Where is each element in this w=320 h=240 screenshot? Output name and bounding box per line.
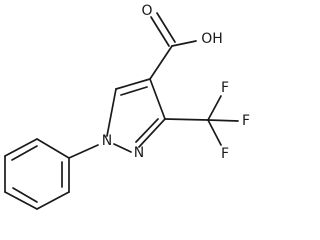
phenyl-ring	[4, 138, 99, 210]
bond-ph-inner-2	[12, 187, 38, 203]
bond-n1-c5	[106, 88, 117, 137]
bond-cf3-f-top	[207, 95, 222, 121]
bond-carbonyl-1	[150, 16, 170, 47]
bond-c5-c4	[115, 78, 151, 90]
bond-c4-carboxyl	[149, 45, 173, 80]
bond-c4-c3	[149, 78, 166, 120]
bond-c3-cf3	[164, 118, 209, 121]
bond-c3-n2	[138, 118, 166, 148]
fluorine-top-label: F	[221, 80, 229, 96]
bond-c5-c4-double	[120, 86, 148, 96]
bond-ph-c1-c2	[36, 138, 70, 159]
bond-ph-inner-1	[11, 145, 38, 161]
bond-c3-n2-double	[135, 118, 159, 143]
bond-cf3-f-right	[207, 119, 239, 122]
bond-n2-n1	[113, 143, 132, 153]
bond-carbonyl-2	[156, 12, 176, 43]
hydroxyl-label: OH	[201, 31, 223, 47]
fluorine-right-label: F	[242, 113, 250, 129]
carboxylic-acid-group: O OH	[141, 3, 223, 80]
bond-ph-c4-c5	[4, 191, 38, 210]
pyrazole-ring	[106, 78, 166, 153]
bond-carboxyl-oh	[171, 40, 197, 47]
carbonyl-oxygen-label: O	[141, 3, 152, 19]
bond-ph-c5-c6	[36, 191, 70, 210]
bond-ph-c2-c3	[4, 138, 38, 157]
trifluoromethyl-group: F F F	[164, 80, 250, 162]
bond-cf3-f-bottom	[207, 119, 222, 146]
chemical-structure-diagram: O OH F F F N N	[4, 3, 250, 210]
ring-nitrogen-2-label: N	[134, 145, 144, 161]
ring-nitrogen-1-label: N	[102, 133, 112, 149]
bond-n1-phenyl	[68, 144, 99, 159]
fluorine-bottom-label: F	[221, 146, 229, 162]
